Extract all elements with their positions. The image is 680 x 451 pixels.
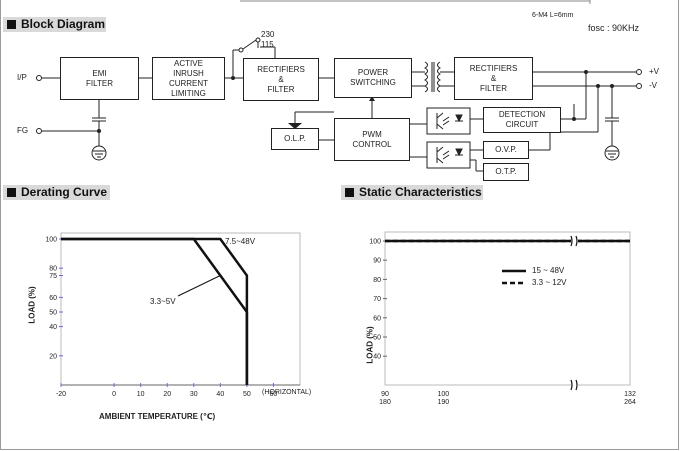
rectifier-filter-secondary-block: RECTIFIERS & FILTER bbox=[454, 57, 533, 100]
static-y-tick-label: 100 bbox=[369, 239, 381, 246]
ovp-block: O.V.P. bbox=[483, 141, 529, 159]
block-diagram-title: Block Diagram bbox=[21, 17, 106, 31]
static-legend-label-1: 15 ~ 48V bbox=[532, 266, 565, 275]
olp-block: O.L.P. bbox=[271, 128, 319, 150]
static-x-tick-label-top: 132 bbox=[624, 391, 636, 398]
inrush-limiting-block: ACTIVE INRUSH CURRENT LIMITING bbox=[152, 57, 225, 100]
output-minus-label: -V bbox=[649, 81, 657, 90]
static-axis-break-gap bbox=[571, 380, 578, 390]
static-header: Static Characteristics bbox=[341, 185, 483, 200]
derating-x-unit-note: (HORIZONTAL) bbox=[262, 389, 312, 396]
fosc-label: fosc : 90KHz bbox=[588, 23, 640, 33]
bullet-square-icon bbox=[7, 20, 16, 29]
derating-x-tick-label: 40 bbox=[216, 391, 224, 398]
static-y-tick-label: 60 bbox=[373, 315, 381, 322]
static-x-tick-label-bottom: 190 bbox=[437, 399, 449, 406]
static-x-tick-label-top: 90 bbox=[381, 391, 389, 398]
derating-series-label-1: 7.5~48V bbox=[225, 237, 256, 246]
bullet-square-icon bbox=[7, 188, 16, 197]
static-x-tick-label-bottom: 180 bbox=[379, 399, 391, 406]
output-plus-label: +V bbox=[649, 67, 660, 76]
static-axis-break-gap bbox=[571, 236, 578, 246]
otp-block: O.T.P. bbox=[483, 163, 529, 181]
derating-title: Derating Curve bbox=[21, 185, 108, 199]
static-x-tick-label-top: 100 bbox=[437, 391, 449, 398]
derating-y-tick-label: 80 bbox=[49, 266, 57, 273]
derating-x-tick-label: 50 bbox=[243, 391, 251, 398]
rectifier-filter-primary-block: RECTIFIERS & FILTER bbox=[243, 58, 319, 101]
static-plot-frame bbox=[384, 231, 631, 386]
switch-230-label: 230 bbox=[261, 30, 275, 39]
static-y-tick-label: 90 bbox=[373, 258, 381, 265]
static-legend-label-2: 3.3 ~ 12V bbox=[532, 278, 567, 287]
switch-115-label: 115 bbox=[261, 40, 274, 49]
bullet-square-icon bbox=[345, 188, 354, 197]
derating-series-label-2: 3.3~5V bbox=[150, 297, 176, 306]
derating-x-tick-label: 0 bbox=[112, 391, 116, 398]
pwm-control-block: PWM CONTROL bbox=[334, 118, 410, 161]
derating-x-tick-label: -20 bbox=[56, 391, 66, 398]
emi-filter-block: EMI FILTER bbox=[60, 57, 139, 100]
derating-y-tick-label: 20 bbox=[49, 353, 57, 360]
derating-leader-2 bbox=[177, 275, 221, 297]
derating-y-tick-label: 40 bbox=[49, 324, 57, 331]
derating-x-tick-label: 30 bbox=[190, 391, 198, 398]
derating-x-tick-label: 10 bbox=[137, 391, 145, 398]
static-x-tick-label-bottom: 264 bbox=[624, 399, 636, 406]
derating-x-tick-label: 60 bbox=[270, 391, 278, 398]
mounting-note: 6-M4 L=6mm bbox=[532, 12, 574, 19]
static-y-tick-label: 40 bbox=[373, 354, 381, 361]
static-y-tick-label: 70 bbox=[373, 296, 381, 303]
static-y-tick-label: 80 bbox=[373, 277, 381, 284]
derating-y-tick-label: 50 bbox=[49, 310, 57, 317]
static-title: Static Characteristics bbox=[359, 185, 482, 199]
input-fg-label: FG bbox=[17, 126, 29, 135]
derating-y-tick-label: 75 bbox=[49, 273, 57, 280]
derating-header: Derating Curve bbox=[3, 185, 110, 200]
input-ip-label: I/P bbox=[17, 73, 27, 82]
derating-leader-1 bbox=[225, 245, 235, 258]
derating-xlabel: AMBIENT TEMPERATURE (℃) bbox=[99, 412, 216, 421]
derating-y-tick-label: 60 bbox=[49, 295, 57, 302]
static-ylabel: LOAD (%) bbox=[365, 326, 375, 364]
static-axis-break-mark bbox=[570, 379, 578, 391]
detection-circuit-block: DETECTION CIRCUIT bbox=[483, 107, 561, 133]
static-axis-break-mark bbox=[570, 235, 578, 247]
block-diagram-header: Block Diagram bbox=[3, 17, 106, 32]
static-y-tick-label: 50 bbox=[373, 335, 381, 342]
derating-x-tick-label: 20 bbox=[163, 391, 171, 398]
power-switching-block: POWER SWITCHING bbox=[334, 58, 412, 98]
derating-y-tick-label: 100 bbox=[45, 237, 57, 244]
